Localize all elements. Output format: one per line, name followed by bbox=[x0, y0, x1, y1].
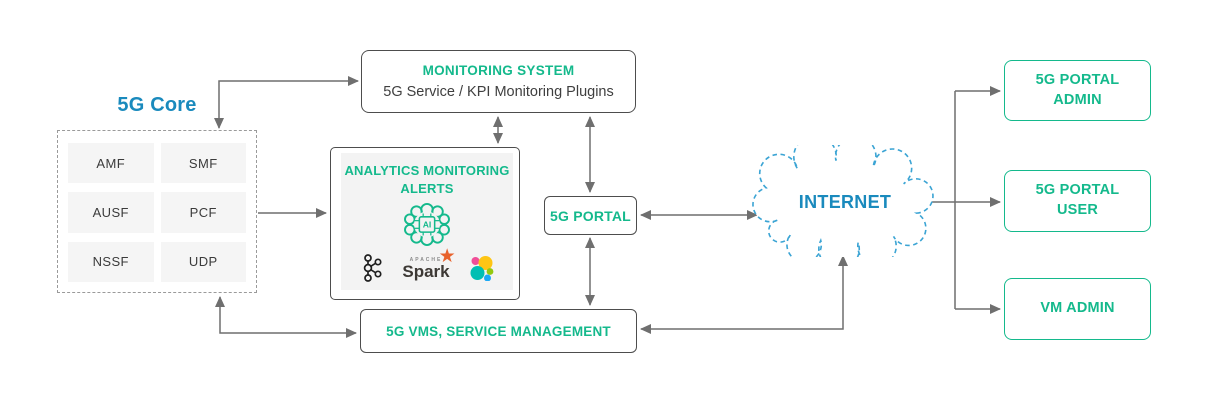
monitoring-system-subtitle: 5G Service / KPI Monitoring Plugins bbox=[383, 84, 614, 100]
core-group-box: AMF SMF AUSF PCF NSSF UDP bbox=[57, 130, 257, 293]
nf-udp: UDP bbox=[160, 241, 246, 282]
connector-core-vms bbox=[215, 296, 357, 338]
actor-label: VM ADMIN bbox=[1040, 300, 1115, 317]
spark-apache-text: APACHE bbox=[409, 256, 443, 263]
spark-name-text: Spark bbox=[402, 261, 450, 281]
internet-label: INTERNET bbox=[798, 192, 892, 212]
elastic-icon bbox=[470, 256, 494, 282]
nf-pcf: PCF bbox=[160, 192, 246, 233]
internet-cloud-icon bbox=[752, 145, 934, 257]
actor-label: 5G PORTAL ADMIN bbox=[1035, 71, 1120, 108]
ai-brain-chip-icon: AI bbox=[404, 203, 450, 247]
vms-box: 5G VMS, SERVICE MANAGEMENT bbox=[360, 309, 637, 353]
analytics-title: ANALYTICS MONITORING ALERTS bbox=[344, 163, 510, 196]
actor-label: 5G PORTAL USER bbox=[1035, 182, 1120, 218]
actor-5g-portal-user: 5G PORTAL USER bbox=[1004, 170, 1151, 232]
analytics-box: ANALYTICS MONITORING ALERTS AI bbox=[330, 147, 520, 300]
core-title: 5G Core bbox=[117, 94, 197, 116]
nf-amf: AMF bbox=[68, 143, 154, 184]
spark-star-icon: ★ bbox=[438, 245, 456, 267]
portal-label: 5G PORTAL bbox=[550, 207, 631, 224]
monitoring-system-box: MONITORING SYSTEM 5G Service / KPI Monit… bbox=[361, 50, 636, 113]
nf-smf: SMF bbox=[160, 143, 246, 184]
connector-vms-internet bbox=[640, 255, 848, 334]
monitoring-system-title: MONITORING SYSTEM bbox=[422, 63, 575, 78]
nf-ausf: AUSF bbox=[68, 192, 154, 233]
nf-nssf: NSSF bbox=[68, 241, 154, 282]
portal-box: 5G PORTAL bbox=[544, 196, 637, 235]
apache-kafka-icon bbox=[363, 254, 382, 282]
analytics-panel: ANALYTICS MONITORING ALERTS AI bbox=[341, 153, 513, 290]
actor-5g-portal-admin: 5G PORTAL ADMIN bbox=[1004, 60, 1151, 121]
actor-vm-admin: VM ADMIN bbox=[1004, 278, 1151, 340]
ai-chip-label: AI bbox=[423, 220, 432, 230]
apache-spark-logo: APACHE Spark ★ bbox=[402, 247, 455, 281]
analytics-logos-row: APACHE Spark ★ bbox=[341, 247, 513, 283]
vms-label: 5G VMS, SERVICE MANAGEMENT bbox=[386, 323, 611, 339]
